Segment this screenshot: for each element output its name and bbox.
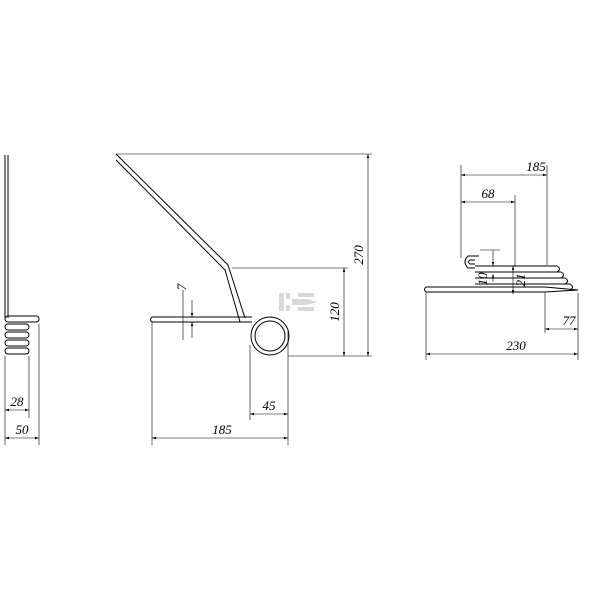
top-view: 185 68 10 21 77 230 [424, 159, 579, 360]
dim-small-b: 21 [513, 274, 528, 287]
dim-hook: 68 [482, 186, 496, 201]
dim-tip: 77 [563, 313, 577, 328]
dim-height-arm: 120 [327, 302, 342, 322]
dim-offset: 7 [174, 283, 189, 290]
dim-coil-inner: 28 [11, 394, 25, 409]
dim-small-a: 10 [475, 272, 490, 286]
coil-side [4, 315, 40, 355]
dim-coil-outer: 50 [16, 422, 30, 437]
dim-total-length: 230 [506, 338, 526, 353]
dim-width: 185 [212, 422, 232, 437]
dim-coil-diameter: 45 [263, 398, 277, 413]
front-view: 270 120 7 45 185 [115, 153, 372, 445]
watermark-logo [279, 293, 318, 311]
coil-front [250, 316, 290, 356]
dim-height-total: 270 [351, 245, 366, 265]
dim-width-top: 185 [526, 159, 546, 174]
left-side-view: 28 50 [4, 155, 40, 445]
